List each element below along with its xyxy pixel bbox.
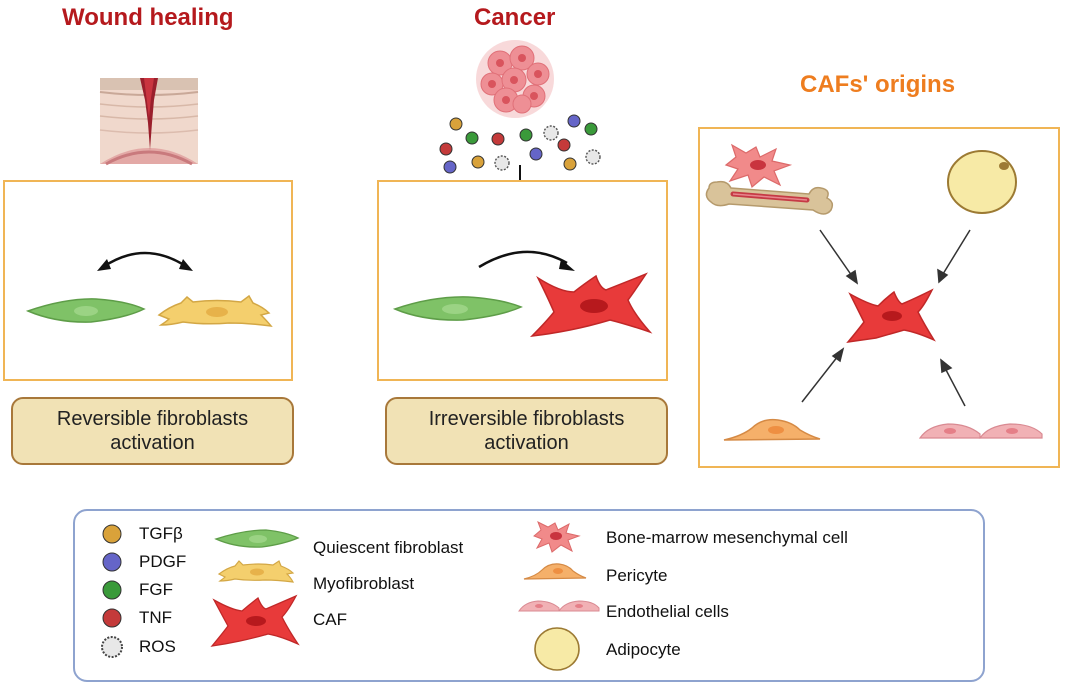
myofibroblast-icon (157, 294, 273, 327)
legend-endothelial-icon (518, 600, 600, 612)
pericyte-icon (723, 418, 821, 441)
legend-ros-icon (101, 636, 123, 658)
legend-bone-marrow-mesenchymal-cell: Bone-marrow mesenchymal cell (606, 528, 848, 547)
legend-pericyte-icon (523, 563, 587, 580)
legend-tnf-icon (102, 608, 122, 628)
legend-bone-marrow-cell-icon (533, 520, 581, 553)
cancer-panel (377, 180, 668, 381)
tumor-cluster-icon (476, 40, 554, 118)
legend-myofibroblast-icon (217, 560, 295, 583)
caf-center-icon (846, 288, 936, 344)
bone-marrow-icon (705, 180, 834, 215)
legend-caf-icon (210, 594, 300, 647)
origin-arrows (801, 229, 971, 407)
quiescent-fibroblast-icon-cancer (392, 296, 523, 321)
skin-wound-icon (99, 78, 199, 166)
secreted-factors-icon (439, 114, 601, 174)
reversible-line-2: activation (110, 432, 195, 454)
legend-fgf-icon (102, 580, 122, 600)
legend-pdgf-icon (102, 552, 122, 572)
reversible-line-1: Reversible fibroblasts (56, 408, 249, 430)
quiescent-fibroblast-icon (25, 298, 146, 323)
legend-ros: ROS (139, 637, 176, 656)
legend-tgfb: TGFβ (139, 524, 183, 543)
legend-pdgf: PDGF (139, 552, 187, 571)
legend-adipocyte-icon (534, 627, 580, 671)
irreversible-line-2: activation (484, 432, 569, 454)
legend-quiescent-icon (214, 529, 300, 548)
reversible-double-arrow (97, 251, 193, 271)
legend-myofibroblast: Myofibroblast (313, 574, 415, 593)
irreversible-line-1: Irreversible fibroblasts (428, 408, 625, 430)
legend-fgf: FGF (139, 580, 173, 599)
title-cafs-origins: CAFs' origins (800, 71, 956, 98)
legend-tgfb-icon (102, 524, 122, 544)
caf-icon (529, 272, 653, 337)
title-wound-healing: Wound healing (62, 4, 234, 31)
endothelial-cells-icon (918, 423, 1043, 439)
legend-pericyte: Pericyte (606, 566, 668, 585)
irreversible-arrow (478, 250, 575, 271)
legend-endothelial-cells: Endothelial cells (606, 602, 729, 621)
title-cancer: Cancer (474, 4, 556, 31)
adipocyte-icon (947, 150, 1017, 214)
legend-quiescent-fibroblast: Quiescent fibroblast (313, 538, 464, 557)
bone-marrow-mesenchymal-cell-icon (724, 143, 793, 189)
wound-healing-panel (3, 180, 293, 381)
legend-tnf: TNF (139, 608, 173, 627)
legend-adipocyte: Adipocyte (606, 640, 681, 659)
legend-caf: CAF (313, 610, 347, 629)
